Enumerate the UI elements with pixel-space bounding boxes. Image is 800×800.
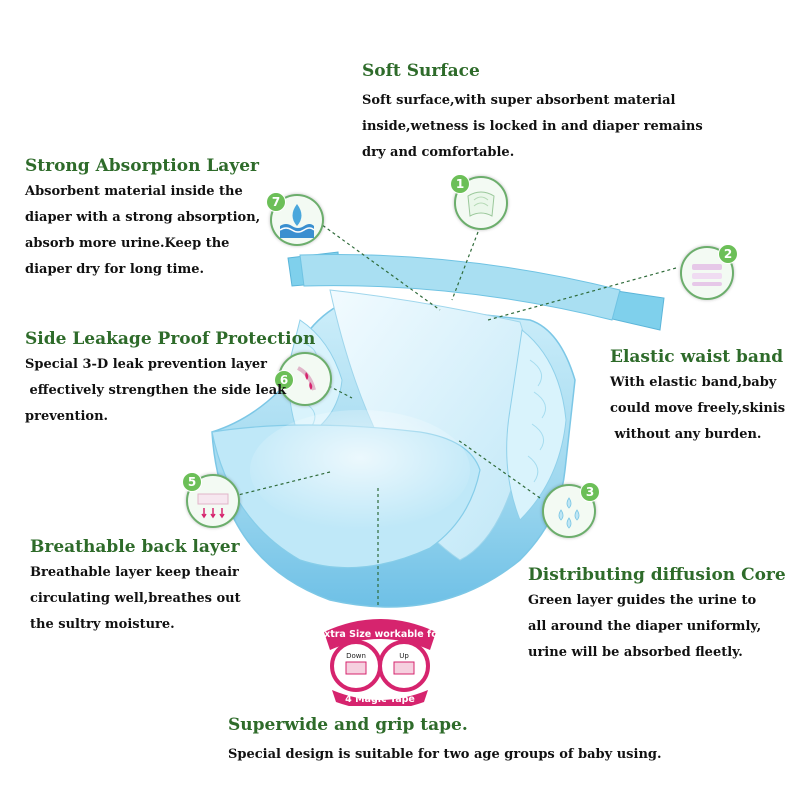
- feature-diffusion-core: Distributing diffusion Core Green layer …: [528, 564, 786, 666]
- callout-2: 2: [680, 244, 738, 300]
- waist-band: [299, 253, 621, 321]
- feature-desc-line: diaper dry for long time.: [25, 262, 205, 277]
- callout-number: 5: [182, 472, 202, 492]
- feature-desc-line: Special 3-D leak prevention layer: [25, 357, 268, 372]
- feature-desc-line: Breathable layer keep theair: [30, 565, 239, 580]
- callout-number: 7: [266, 192, 286, 212]
- feature-strong-absorption: Strong Absorption Layer Absorbent materi…: [25, 155, 260, 283]
- badge-bottom-text: 4 Magic Tape: [345, 694, 415, 705]
- feature-desc-line: effectively strengthen the side leak: [25, 383, 287, 398]
- feature-desc-line: inside,wetness is locked in and diaper r…: [362, 119, 703, 134]
- callout-number: 1: [450, 174, 470, 194]
- feature-desc-line: Soft surface,with super absorbent materi…: [362, 93, 676, 108]
- feature-grip-tape: Superwide and grip tape. Special design …: [228, 714, 662, 768]
- feature-title: Strong Absorption Layer: [25, 156, 259, 176]
- feature-desc-line: without any burden.: [610, 427, 762, 442]
- feature-title: Distributing diffusion Core: [528, 565, 786, 585]
- feature-desc-line: Green layer guides the urine to: [528, 593, 757, 608]
- magic-tape-badge: Extra Size workable for Down Up 4 Magic …: [318, 619, 442, 706]
- feature-elastic-waist: Elastic waist band With elastic band,bab…: [610, 346, 785, 448]
- feature-title: Soft Surface: [362, 61, 480, 81]
- callout-6: 6: [274, 352, 332, 406]
- airflow-icon: [197, 493, 229, 519]
- feature-desc-line: Absorbent material inside the: [25, 184, 243, 199]
- feature-desc-line: absorb more urine.Keep the: [25, 236, 230, 251]
- callout-1: 1: [450, 174, 508, 230]
- feature-desc-line: the sultry moisture.: [30, 617, 175, 632]
- feature-title: Elastic waist band: [610, 347, 784, 367]
- feature-desc-line: prevention.: [25, 409, 109, 424]
- feature-title: Superwide and grip tape.: [228, 715, 468, 735]
- feature-desc-line: circulating well,breathes out: [30, 591, 241, 606]
- badge-up-label: Up: [399, 652, 409, 660]
- badge-down-label: Down: [346, 652, 366, 660]
- callout-5: 5: [182, 472, 240, 528]
- feature-desc-line: diaper with a strong absorption,: [25, 210, 261, 225]
- badge-top-text: Extra Size workable for: [318, 629, 442, 640]
- droplets-icon: [558, 497, 580, 529]
- right-leak-guard: [506, 329, 567, 521]
- leak-guard-icon: [297, 366, 316, 391]
- feature-soft-surface: Soft Surface Soft surface,with super abs…: [362, 60, 703, 166]
- feature-desc-line: Special design is suitable for two age g…: [228, 747, 662, 762]
- feature-breathable-back: Breathable back layer Breathable layer k…: [30, 536, 241, 638]
- feature-side-leakage: Side Leakage Proof Protection Special 3-…: [25, 328, 315, 430]
- callout-3: 3: [542, 482, 600, 538]
- fabric-icon: [467, 191, 495, 217]
- feature-desc-line: all around the diaper uniformly,: [528, 619, 762, 634]
- callout-7: 7: [266, 192, 324, 246]
- leader-lines: [233, 221, 677, 606]
- feature-title: Breathable back layer: [30, 537, 240, 557]
- callout-number: 2: [718, 244, 738, 264]
- feature-desc-line: could move freely,skinis: [610, 401, 786, 416]
- callout-number: 3: [580, 482, 600, 502]
- feature-desc-line: dry and comfortable.: [362, 145, 515, 160]
- water-drop-icon: [279, 204, 315, 238]
- feature-title: Side Leakage Proof Protection: [25, 329, 316, 349]
- callout-number: 6: [274, 370, 294, 390]
- feature-desc-line: urine will be absorbed fleetly.: [528, 645, 743, 660]
- waistband-icon: [692, 264, 722, 286]
- feature-desc-line: With elastic band,baby: [610, 375, 777, 390]
